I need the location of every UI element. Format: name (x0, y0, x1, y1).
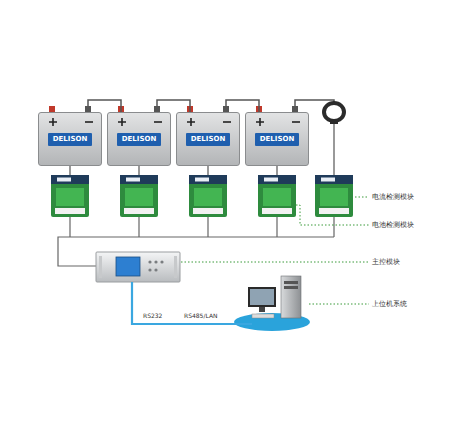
module-strip (319, 208, 349, 214)
current-clamp (324, 103, 344, 121)
minus-symbol (154, 121, 162, 123)
button (154, 268, 157, 271)
button (154, 260, 157, 263)
rack-ear (174, 256, 177, 278)
module-logo (264, 178, 278, 182)
pc-tower (281, 276, 301, 318)
module-panel (56, 188, 84, 206)
battery-module (189, 175, 227, 217)
brand-label: DELISON (48, 133, 93, 146)
button (160, 260, 163, 263)
leader-line (296, 205, 369, 225)
module-logo (195, 178, 209, 182)
series-wire (157, 100, 190, 112)
module-strip (55, 208, 85, 214)
drive-bay (284, 286, 298, 289)
brand-label: DELISON (186, 133, 231, 146)
master-unit (96, 252, 180, 282)
rack-ear (99, 256, 102, 278)
callout-label: 电流检测模块 (372, 193, 414, 202)
module-panel (194, 188, 222, 206)
module-body (189, 175, 227, 217)
lcd-screen (116, 257, 140, 276)
button (148, 260, 151, 263)
leader-line (309, 304, 369, 305)
brand-label: DELISON (117, 133, 162, 146)
wire (333, 124, 334, 175)
module-logo (57, 178, 71, 182)
monitor (248, 287, 276, 307)
minus-symbol (292, 121, 300, 123)
button (148, 268, 151, 271)
wire (70, 166, 277, 175)
battery-module (120, 175, 158, 217)
module-header (51, 175, 89, 184)
current-clamp (330, 119, 338, 124)
plus-symbol (256, 118, 264, 126)
module-header (258, 175, 296, 184)
drive-bay (284, 281, 298, 284)
module-logo (126, 178, 140, 182)
keyboard (252, 314, 274, 318)
module-header (315, 175, 353, 184)
module-logo (321, 178, 335, 182)
module-strip (124, 208, 154, 214)
plus-symbol (187, 118, 195, 126)
signal-name: RS485/LAN (184, 312, 218, 320)
plus-symbol (49, 118, 57, 126)
battery-module (258, 175, 296, 217)
leader-line (181, 262, 369, 263)
leader-line (355, 197, 369, 198)
module-body (51, 175, 89, 217)
module-panel (263, 188, 291, 206)
module-body (315, 175, 353, 217)
minus-symbol (85, 121, 93, 123)
module-strip (193, 208, 223, 214)
minus-symbol (223, 121, 231, 123)
callout-label: 上位机系统 (372, 300, 407, 309)
module-panel (320, 188, 348, 206)
brand-label: DELISON (255, 133, 300, 146)
module-panel (125, 188, 153, 206)
signal-name: RS232 (143, 312, 162, 320)
series-wire (226, 100, 259, 112)
battery: DELISON (176, 112, 240, 166)
series-wire (88, 100, 121, 112)
plus-symbol (118, 118, 126, 126)
battery-module (51, 175, 89, 217)
battery: DELISON (245, 112, 309, 166)
current-module (315, 175, 353, 217)
module-header (120, 175, 158, 184)
comm-cable (132, 282, 252, 324)
module-body (258, 175, 296, 217)
callout-label: 电池检测模块 (372, 221, 414, 230)
monitor-stand (259, 307, 265, 312)
monitor-screen (250, 289, 274, 305)
module-header (189, 175, 227, 184)
module-body (120, 175, 158, 217)
module-strip (262, 208, 292, 214)
callout-label: 主控模块 (372, 258, 400, 267)
battery: DELISON (38, 112, 102, 166)
battery: DELISON (107, 112, 171, 166)
